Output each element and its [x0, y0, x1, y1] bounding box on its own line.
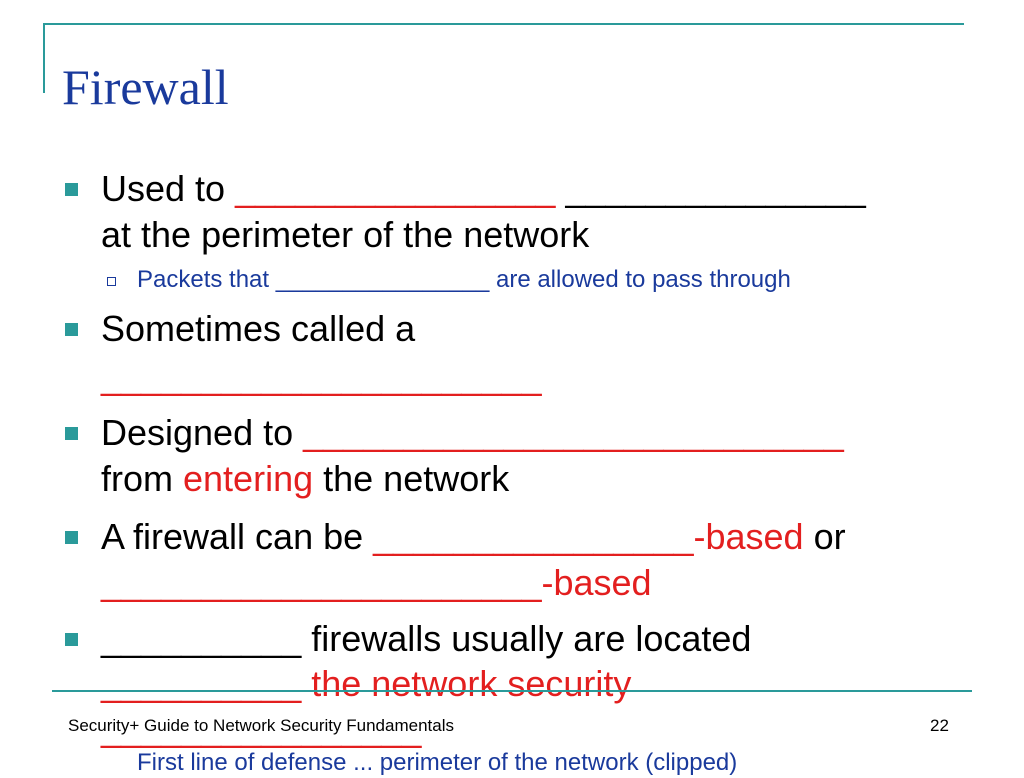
slide-title: Firewall [62, 59, 229, 115]
sub-bullet-text: are allowed to pass through [489, 266, 791, 293]
bullet-5-line-3: ________________ [101, 708, 422, 749]
square-bullet-icon [65, 427, 78, 440]
slide-frame-left-line [43, 23, 45, 93]
fill-in-blank: ______________________ [101, 562, 542, 603]
bullet-5-line-2: __________ the network security [101, 661, 631, 707]
fill-in-blank: ________________ [275, 266, 490, 293]
fill-in-blank: ________________ [235, 168, 556, 209]
highlight-text: -based [693, 516, 804, 557]
sub-bullet-5-clipped: First line of defense ... perimeter of t… [137, 749, 738, 776]
highlight-text: entering [183, 458, 314, 499]
bullet-3-line-2: from entering the network [101, 456, 509, 502]
fill-in-blank: __________ [101, 663, 302, 704]
bullet-text: A firewall can be [101, 516, 374, 557]
square-bullet-icon [65, 323, 78, 336]
bullet-text: from [101, 458, 184, 499]
square-bullet-icon [65, 531, 78, 544]
highlight-text: the network security [301, 663, 632, 704]
bullet-2-line-2: ______________________ [101, 356, 542, 397]
bullet-4-line-1: A firewall can be ________________-based… [65, 514, 846, 560]
hollow-square-bullet-icon [107, 277, 116, 286]
square-bullet-icon [65, 183, 78, 196]
bullet-5-line-1: __________ firewalls usually are located [65, 616, 752, 662]
sub-bullet-1: Packets that ________________ are allowe… [107, 265, 791, 295]
slide-frame-top-line [43, 23, 964, 25]
bullet-2-line-1: Sometimes called a [65, 306, 416, 352]
bullet-text: Designed to [101, 412, 304, 453]
bullet-text: Used to [101, 168, 236, 209]
bullet-text: the network [313, 458, 510, 499]
square-bullet-icon [65, 633, 78, 646]
highlight-text: -based [541, 562, 652, 603]
fill-in-blank: ___________________________ [303, 412, 844, 453]
fill-in-blank: _______________ [565, 168, 866, 209]
bullet-3-line-1: Designed to ___________________________ [65, 410, 844, 456]
bullet-1-line-1: Used to ________________ _______________ [65, 166, 866, 212]
sub-bullet-text: Packets that [137, 266, 276, 293]
fill-in-blank: __________ [101, 618, 302, 659]
bullet-4-line-2: ______________________-based [101, 560, 652, 606]
separator [555, 168, 565, 209]
footer-divider [52, 690, 972, 692]
bullet-text: firewalls usually are located [301, 618, 752, 659]
slide-number: 22 [930, 716, 949, 735]
bullet-1-line-2: at the perimeter of the network [101, 214, 590, 255]
bullet-text: or [803, 516, 846, 557]
bullet-text: Sometimes called a [101, 308, 416, 349]
fill-in-blank: ________________ [373, 516, 694, 557]
footer-course-title: Security+ Guide to Network Security Fund… [68, 716, 454, 735]
